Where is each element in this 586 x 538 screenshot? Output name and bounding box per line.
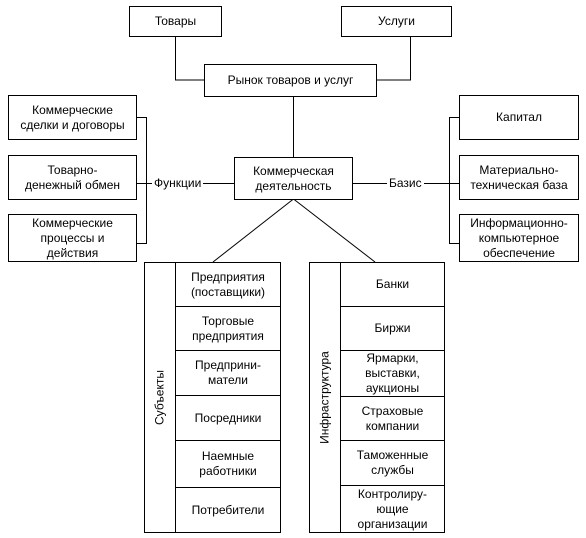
function-box-1: Коммерческие сделки и договоры — [8, 95, 137, 140]
basis-label-1: Капитал — [496, 110, 542, 124]
subject-box-6: Потребители — [175, 487, 281, 533]
basis-bracket — [449, 117, 460, 244]
function-label-1: Коммерческие сделки и договоры — [20, 102, 125, 132]
goods-label: Товары — [154, 14, 197, 28]
infrastructure-label-5: Таможенные службы — [356, 448, 429, 477]
subject-box-5: Наемные работники — [175, 440, 281, 488]
subject-label-4: Посредники — [194, 410, 262, 425]
functions-label: Функции — [152, 176, 204, 191]
function-box-3: Коммерческие процессы и действия — [8, 214, 137, 262]
connector-goods-market — [175, 36, 205, 81]
goods-box: Товары — [129, 6, 222, 37]
connector-activity-infrastructure — [293, 198, 376, 263]
basis-label: Базис — [387, 176, 424, 191]
infrastructure-box-1: Банки — [340, 262, 445, 307]
infrastructure-box-3: Ярмарки, выставки, аукционы — [340, 350, 445, 397]
infrastructure-label: Инфраструктура — [317, 351, 332, 444]
connector-services-market — [376, 36, 411, 81]
services-label: Услуги — [378, 14, 415, 28]
infrastructure-box-4: Страховые компании — [340, 396, 445, 441]
commercial-activity-label: Коммерческая деятельность — [253, 163, 334, 193]
infrastructure-label-6: Контролиру- ющие организации — [357, 486, 428, 531]
market-box: Рынок товаров и услуг — [204, 64, 377, 97]
commercial-activity-box: Коммерческая деятельность — [234, 157, 353, 200]
market-label: Рынок товаров и услуг — [227, 73, 354, 87]
function-label-3: Коммерческие процессы и действия — [32, 215, 113, 260]
subjects-label: Субъекты — [152, 370, 167, 425]
subject-box-3: Предприни- матели — [175, 350, 281, 396]
infrastructure-label-3: Ярмарки, выставки, аукционы — [365, 351, 420, 395]
basis-box-3: Информационно- компьютерное обеспечение — [459, 214, 579, 262]
infrastructure-box-2: Биржи — [340, 306, 445, 351]
subject-label-1: Предприятия (поставщики) — [190, 269, 266, 299]
function-label-2: Товарно- денежный обмен — [25, 162, 120, 192]
basis-label-3: Информационно- компьютерное обеспечение — [470, 215, 568, 260]
services-box: Услуги — [341, 6, 452, 37]
basis-label-2: Материально- техническая база — [470, 162, 568, 192]
subject-label-5: Наемные работники — [199, 449, 257, 478]
infrastructure-label-4: Страховые компании — [361, 403, 424, 433]
subject-box-4: Посредники — [175, 395, 281, 441]
connector-activity-subjects — [212, 198, 294, 263]
basis-box-1: Капитал — [459, 95, 579, 140]
function-box-2: Товарно- денежный обмен — [8, 155, 137, 200]
infrastructure-label-2: Биржи — [374, 321, 411, 335]
infrastructure-label-1: Банки — [375, 277, 410, 291]
basis-box-2: Материально- техническая база — [459, 155, 579, 200]
subject-box-1: Предприятия (поставщики) — [175, 262, 281, 307]
infrastructure-box-5: Таможенные службы — [340, 440, 445, 486]
functions-bracket — [136, 117, 147, 244]
subject-label-3: Предприни- матели — [195, 358, 261, 387]
subject-box-2: Торговые предприятия — [175, 306, 281, 351]
infrastructure-box-6: Контролиру- ющие организации — [340, 485, 445, 533]
subject-label-6: Потребители — [191, 502, 265, 517]
subject-label-2: Торговые предприятия — [192, 313, 264, 343]
